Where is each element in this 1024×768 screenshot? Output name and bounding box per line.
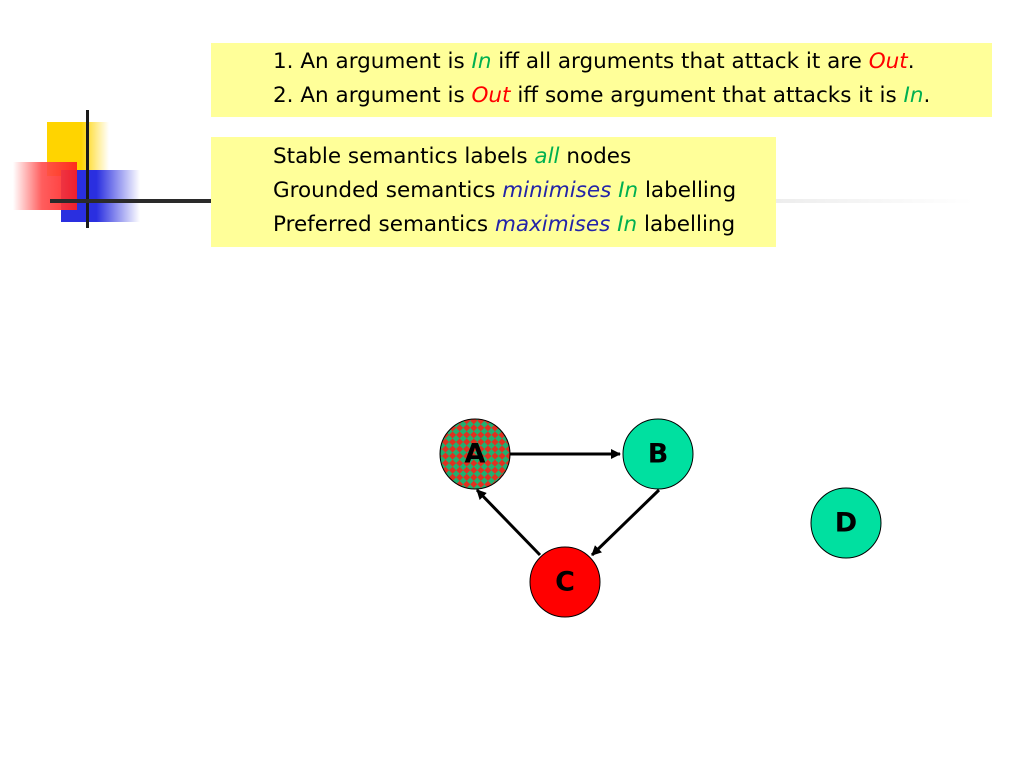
rule-2-text-c: iff some argument that attacks it is (510, 83, 904, 108)
stable-all-label: all (534, 144, 560, 169)
rule-2: 2. An argument is Out iff some argument … (211, 79, 992, 113)
node-b-label: B (648, 439, 669, 470)
stable-text-c: nodes (559, 144, 632, 169)
semantics-box: Stable semantics labels all nodes Ground… (211, 137, 776, 247)
rule-2-in-label: In (903, 83, 924, 108)
grounded-text-e: labelling (638, 178, 737, 203)
node-c: C (529, 546, 601, 618)
rule-2-text-a: 2. An argument is (273, 83, 472, 108)
node-d-label: D (835, 508, 857, 539)
preferred-maximises-label: maximises (494, 212, 611, 237)
stable-text-a: Stable semantics labels (273, 144, 535, 169)
preferred-semantics-line: Preferred semantics maximises In labelli… (211, 208, 776, 242)
preferred-in-label: In (617, 212, 638, 237)
decorative-logo (0, 0, 220, 240)
grounded-in-label: In (618, 178, 639, 203)
node-b: B (622, 418, 694, 490)
grounded-minimises-label: minimises (502, 178, 612, 203)
edge-c-to-a (475, 488, 542, 557)
rule-1-in-label: In (471, 49, 492, 74)
node-a: A (439, 418, 511, 490)
edge-b-to-c (590, 488, 661, 557)
rule-1: 1. An argument is In iff all arguments t… (211, 45, 992, 79)
preferred-text-a: Preferred semantics (273, 212, 495, 237)
node-d: D (810, 487, 882, 559)
node-c-label: C (555, 567, 575, 598)
rule-1-text-a: 1. An argument is (273, 49, 472, 74)
rule-1-period: . (907, 49, 915, 74)
rule-1-text-c: iff all arguments that attack it are (491, 49, 869, 74)
rule-1-out-label: Out (868, 49, 908, 74)
rule-2-period: . (923, 83, 931, 108)
node-a-label: A (465, 439, 486, 470)
horizontal-bar (50, 199, 213, 203)
grounded-semantics-line: Grounded semantics minimises In labellin… (211, 174, 776, 208)
labelling-rules-box: 1. An argument is In iff all arguments t… (211, 43, 992, 117)
stable-semantics-line: Stable semantics labels all nodes (211, 140, 776, 174)
vertical-bar (86, 110, 89, 228)
grounded-text-a: Grounded semantics (273, 178, 503, 203)
rule-2-out-label: Out (471, 83, 511, 108)
preferred-text-e: labelling (637, 212, 736, 237)
